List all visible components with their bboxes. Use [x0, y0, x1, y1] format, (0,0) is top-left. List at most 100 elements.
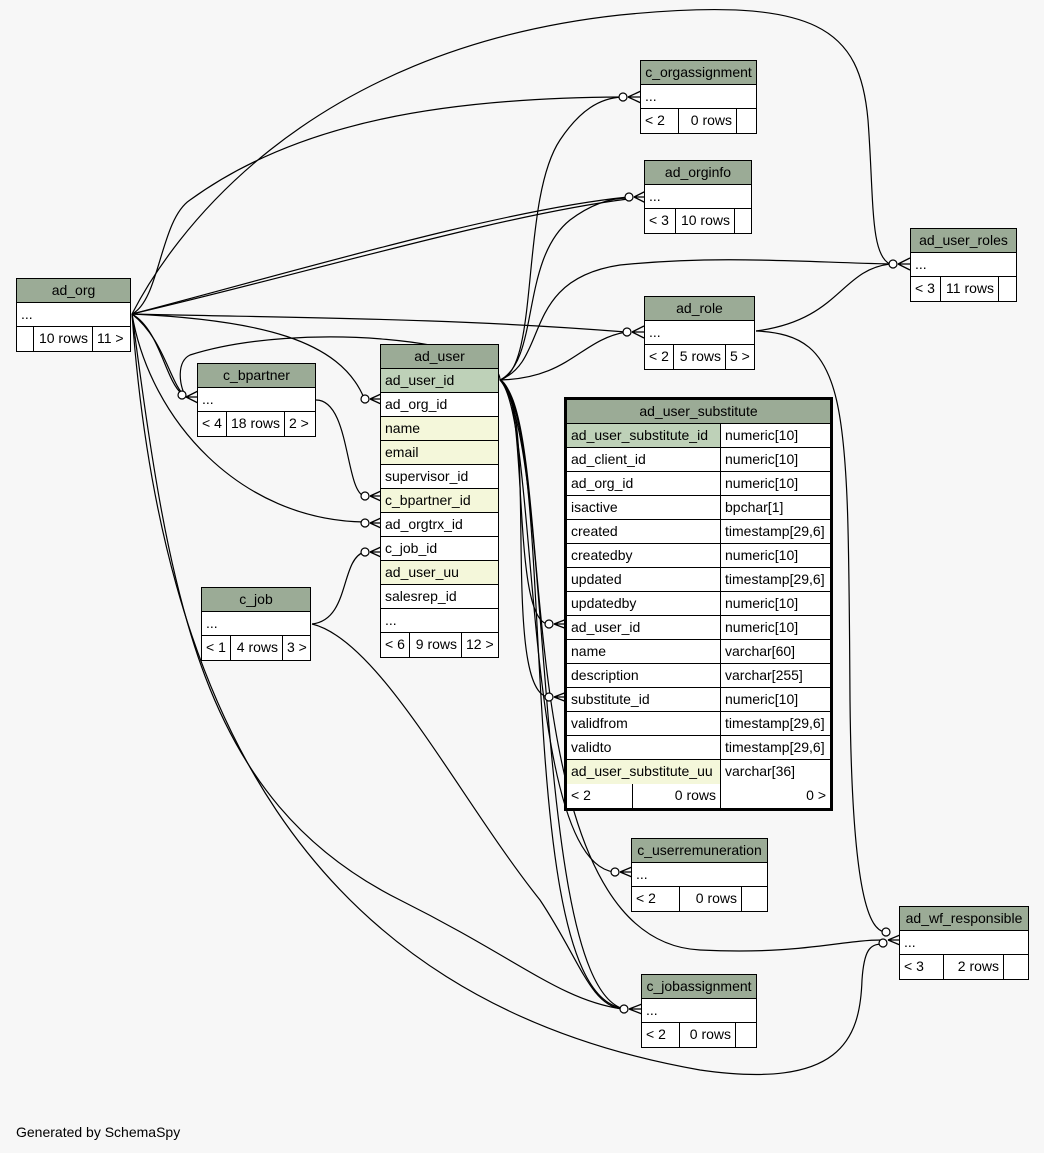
children-link[interactable]: 12 >: [466, 636, 494, 652]
children-link[interactable]: 3 >: [287, 639, 307, 655]
column-name: validfrom: [567, 712, 721, 735]
table-stats: < 3 11 rows: [911, 277, 1016, 301]
table-c-job[interactable]: c_job ... < 1 4 rows 3 >: [201, 587, 311, 661]
column-type: timestamp[29,6]: [725, 571, 825, 587]
column-type: numeric[10]: [725, 619, 799, 635]
parents-link[interactable]: [17, 327, 34, 351]
columns-ellipsis: ...: [381, 609, 498, 633]
parents-link[interactable]: < 3: [900, 955, 944, 979]
parents-link[interactable]: < 6: [381, 633, 410, 657]
table-stats: < 1 4 rows 3 >: [202, 636, 310, 660]
children-link[interactable]: [999, 277, 1016, 301]
table-title[interactable]: ad_org: [17, 279, 130, 303]
table-c-orgassignment[interactable]: c_orgassignment ... < 2 0 rows: [640, 60, 757, 134]
parents-link[interactable]: < 2: [641, 109, 679, 133]
table-title[interactable]: ad_role: [645, 297, 754, 321]
table-c-jobassignment[interactable]: c_jobassignment ... < 2 0 rows: [641, 974, 757, 1048]
columns-ellipsis: ...: [17, 303, 130, 327]
column-name: ad_client_id: [567, 448, 721, 471]
table-title[interactable]: ad_user: [381, 345, 498, 369]
parents-link[interactable]: < 3: [911, 277, 941, 301]
column-type: timestamp[29,6]: [725, 715, 825, 731]
column-name: description: [567, 664, 721, 687]
table-title[interactable]: c_userremuneration: [632, 839, 767, 863]
parents-link[interactable]: < 3: [645, 209, 676, 233]
row-count: 10 rows: [676, 209, 735, 233]
table-title[interactable]: ad_user_substitute: [567, 400, 830, 424]
table-stats: < 3 10 rows: [645, 209, 751, 233]
column-ad-orgtrx-id: ad_orgtrx_id: [381, 513, 498, 537]
table-title[interactable]: c_jobassignment: [642, 975, 756, 999]
column-name: created: [567, 520, 721, 543]
row-count: 0 rows: [680, 887, 742, 911]
table-title[interactable]: c_orgassignment: [641, 61, 756, 85]
column-type: numeric[10]: [725, 547, 799, 563]
column-type: varchar[255]: [725, 667, 803, 683]
table-ad-wf-responsible[interactable]: ad_wf_responsible ... < 3 2 rows: [899, 906, 1029, 980]
parents-link[interactable]: < 2: [645, 345, 674, 369]
column-c-bpartner-id: c_bpartner_id: [381, 489, 498, 513]
column-type: timestamp[29,6]: [725, 523, 825, 539]
column-name: createdby: [567, 544, 721, 567]
children-link[interactable]: 5 >: [730, 348, 750, 364]
table-ad-role[interactable]: ad_role ... < 2 5 rows 5 >: [644, 296, 755, 370]
row-count: 11 rows: [941, 277, 999, 301]
table-ad-user[interactable]: ad_user ad_user_id ad_org_id name email …: [380, 344, 499, 658]
table-c-bpartner[interactable]: c_bpartner ... < 4 18 rows 2 >: [197, 363, 316, 437]
parents-link[interactable]: < 4: [198, 412, 227, 436]
table-c-userremuneration[interactable]: c_userremuneration ... < 2 0 rows: [631, 838, 768, 912]
children-link[interactable]: 11 >: [97, 330, 124, 346]
table-title[interactable]: ad_user_roles: [911, 229, 1016, 253]
column-name: name: [567, 640, 721, 663]
children-link[interactable]: [1004, 955, 1028, 979]
children-link[interactable]: [735, 209, 751, 233]
table-stats: < 2 0 rows: [641, 109, 756, 133]
table-title[interactable]: c_bpartner: [198, 364, 315, 388]
column-type: timestamp[29,6]: [725, 739, 825, 755]
columns-ellipsis: ...: [641, 85, 756, 109]
table-ad-user-substitute[interactable]: ad_user_substitute ad_user_substitute_id…: [564, 397, 833, 811]
footer-credit: Generated by SchemaSpy: [16, 1124, 181, 1140]
column-type: numeric[10]: [725, 427, 799, 443]
table-ad-org[interactable]: ad_org ... 10 rows 11 >: [16, 278, 131, 352]
table-stats: < 2 0 rows 0 >: [567, 784, 830, 808]
parents-link[interactable]: < 2: [567, 784, 633, 808]
children-link[interactable]: [742, 887, 767, 911]
column-name: validto: [567, 736, 721, 759]
table-title[interactable]: c_job: [202, 588, 310, 612]
table-stats: < 3 2 rows: [900, 955, 1028, 979]
table-title[interactable]: ad_wf_responsible: [900, 907, 1028, 931]
row-count: 4 rows: [231, 636, 283, 660]
column-name: ad_org_id: [567, 472, 721, 495]
children-link[interactable]: [737, 109, 756, 133]
children-link[interactable]: 0 >: [806, 787, 826, 803]
children-link[interactable]: [736, 1023, 756, 1047]
column-name: substitute_id: [567, 688, 721, 711]
column-ad-org-id: ad_org_id: [381, 393, 498, 417]
table-title[interactable]: ad_orginfo: [645, 161, 751, 185]
row-count: 2 rows: [944, 955, 1004, 979]
parents-link[interactable]: < 2: [632, 887, 680, 911]
column-name: ad_user_substitute_uu: [567, 760, 721, 784]
children-link[interactable]: 2 >: [289, 415, 309, 431]
column-ad-user-uu: ad_user_uu: [381, 561, 498, 585]
columns-ellipsis: ...: [911, 253, 1016, 277]
parents-link[interactable]: < 2: [642, 1023, 680, 1047]
column-name: updated: [567, 568, 721, 591]
table-ad-orginfo[interactable]: ad_orginfo ... < 3 10 rows: [644, 160, 752, 234]
table-ad-user-roles[interactable]: ad_user_roles ... < 3 11 rows: [910, 228, 1017, 302]
parents-link[interactable]: < 1: [202, 636, 231, 660]
column-supervisor-id: supervisor_id: [381, 465, 498, 489]
